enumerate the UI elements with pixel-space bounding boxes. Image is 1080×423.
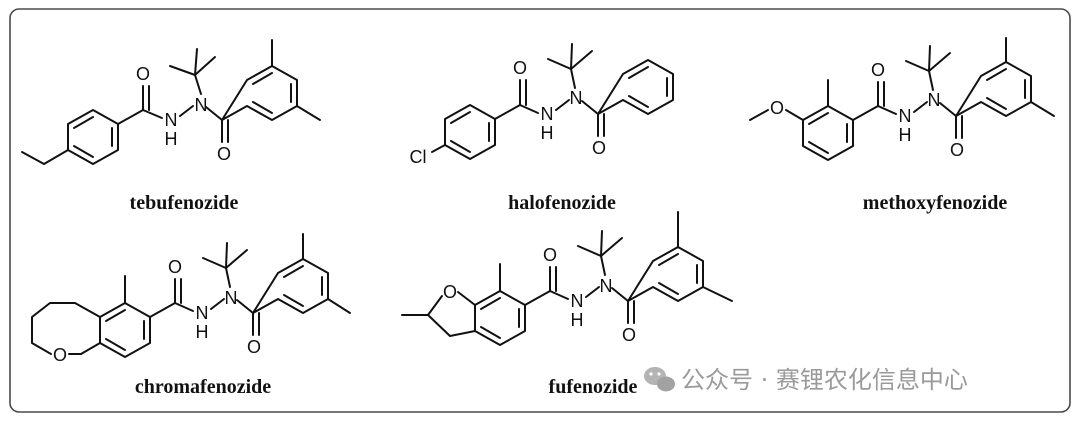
chromafenozide-carbonyl-o: O <box>168 257 182 277</box>
methoxyfenozide-n-tbu: N <box>928 90 941 110</box>
tebufenozide-n-tbu: N <box>195 95 208 115</box>
chromafenozide-n-tbu: N <box>225 288 238 308</box>
chromafenozide-structure: O O N N H O chromafenozide <box>31 233 351 398</box>
halofenozide-cl: Cl <box>410 147 427 167</box>
tebufenozide-label: tebufenozide <box>130 192 239 214</box>
halofenozide-carbonyl2-o: O <box>592 138 606 158</box>
halofenozide-label: halofenozide <box>508 192 616 214</box>
methoxyfenozide-nh-h: H <box>899 125 912 145</box>
fufenozide-carbonyl2-o: O <box>622 325 636 345</box>
tebufenozide-carbonyl2-o: O <box>217 144 231 164</box>
methoxyfenozide-carbonyl2-o: O <box>950 140 964 160</box>
watermark-text: 公众号 · 赛锂农化信息中心 <box>681 366 968 394</box>
tebufenozide-bonds <box>21 39 321 165</box>
tebufenozide-carbonyl-o: O <box>136 64 150 84</box>
fufenozide-ring-o: O <box>443 282 457 302</box>
halofenozide-structure: Cl O N N H O halofenozide <box>410 43 674 214</box>
halofenozide-nh-n: N <box>541 104 554 124</box>
chromafenozide-bonds <box>31 233 351 358</box>
fufenozide-n-tbu: N <box>600 276 613 296</box>
methoxyfenozide-carbonyl-o: O <box>871 60 885 80</box>
fufenozide-carbonyl-o: O <box>543 245 557 265</box>
fufenozide-structure: O O N N H O fufenozide <box>401 211 733 398</box>
methoxyfenozide-label: methoxyfenozide <box>863 192 1008 214</box>
tebufenozide-nh-h: H <box>165 129 178 149</box>
halofenozide-carbonyl-o: O <box>513 58 527 78</box>
chromafenozide-carbonyl2-o: O <box>247 337 261 357</box>
fufenozide-label: fufenozide <box>549 376 638 398</box>
halofenozide-nh-h: H <box>541 123 554 143</box>
fufenozide-nh-n: N <box>571 291 584 311</box>
figure-frame <box>9 8 1071 413</box>
fufenozide-bonds <box>401 211 733 346</box>
wechat-icon <box>644 367 675 392</box>
halofenozide-bonds <box>431 43 674 160</box>
methoxyfenozide-bonds <box>749 37 1055 161</box>
tebufenozide-nh-n: N <box>165 110 178 130</box>
chromafenozide-nh-n: N <box>196 303 209 323</box>
chromafenozide-label: chromafenozide <box>135 376 271 398</box>
tebufenozide-structure: O N N H O tebufenozide <box>21 39 321 214</box>
chromafenozide-ring-o: O <box>53 345 67 365</box>
chromafenozide-nh-h: H <box>196 322 209 342</box>
fufenozide-nh-h: H <box>571 310 584 330</box>
halofenozide-n-tbu: N <box>570 88 583 108</box>
methoxyfenozide-structure: O O N N H O methoxyfenozide <box>749 37 1055 214</box>
watermark: 公众号 · 赛锂农化信息中心 <box>644 366 968 394</box>
methoxyfenozide-ether-o: O <box>770 98 784 118</box>
methoxyfenozide-nh-n: N <box>899 106 912 126</box>
